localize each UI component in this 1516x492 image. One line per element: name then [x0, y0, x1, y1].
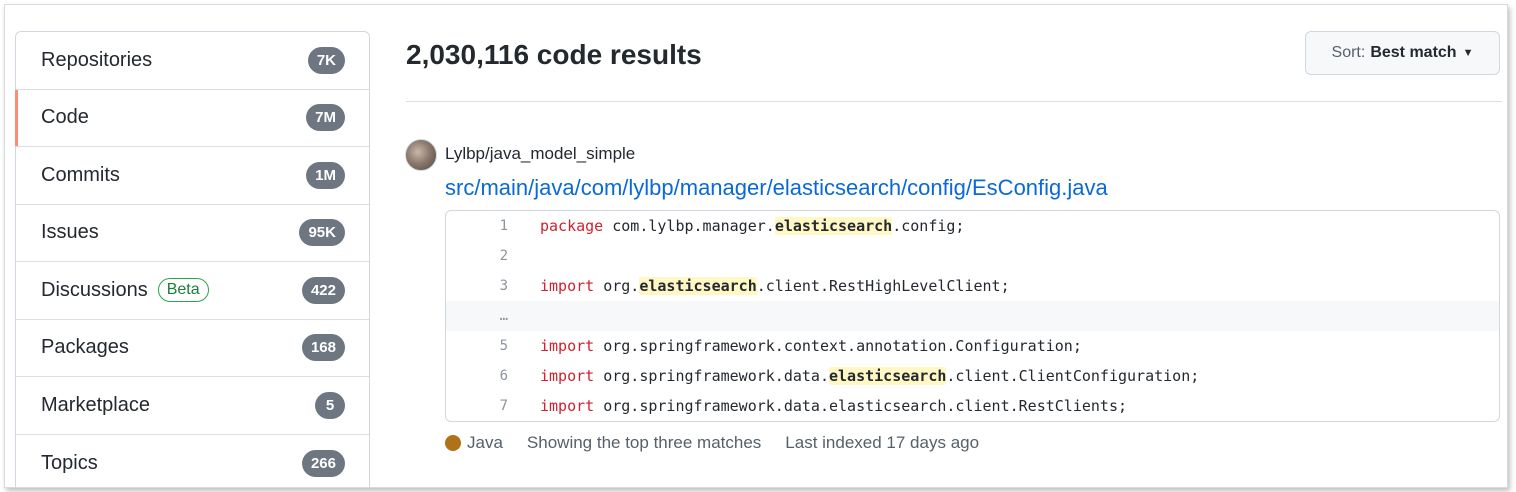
- code-line-gap: …: [446, 301, 1499, 331]
- repo-owner-avatar[interactable]: [405, 139, 437, 171]
- sidebar-item-marketplace[interactable]: Marketplace 5: [16, 377, 369, 435]
- sidebar-item-label: Code: [41, 106, 89, 129]
- code-keyword: package: [540, 217, 604, 235]
- search-type-sidebar: Repositories 7K Code 7M Commits 1M Issue…: [15, 31, 370, 488]
- divider: [406, 101, 1502, 102]
- caret-down-icon: ▼: [1462, 47, 1474, 59]
- code-line: 3 import org.elasticsearch.client.RestHi…: [446, 271, 1499, 301]
- result-meta: Java Showing the top three matches Last …: [445, 433, 979, 453]
- line-number[interactable]: 5: [499, 338, 508, 354]
- code-text: import org.elasticsearch.client.RestHigh…: [540, 277, 1010, 295]
- sidebar-item-label: Packages: [41, 336, 129, 359]
- line-number[interactable]: 6: [499, 368, 508, 384]
- code-line: 1 package com.lylbp.manager.elasticsearc…: [446, 211, 1499, 241]
- search-results-frame: Repositories 7K Code 7M Commits 1M Issue…: [4, 4, 1508, 488]
- line-number[interactable]: 2: [499, 248, 508, 264]
- language-label: Java: [467, 433, 503, 452]
- repo-name-link[interactable]: Lylbp/java_model_simple: [445, 144, 636, 163]
- code-line: 7 import org.springframework.data.elasti…: [446, 391, 1499, 421]
- code-keyword: import: [540, 367, 595, 385]
- language-color-icon: [445, 435, 461, 451]
- code-segment: org.springframework.context.annotation.C…: [594, 337, 1082, 355]
- count-badge: 168: [301, 334, 345, 362]
- sort-value: Best match: [1370, 44, 1457, 61]
- match-highlight: elasticsearch: [829, 367, 947, 385]
- code-segment: .client.RestHighLevelClient;: [756, 277, 1010, 295]
- sort-button[interactable]: Sort: Best match ▼: [1305, 31, 1500, 75]
- code-line: 5 import org.springframework.context.ann…: [446, 331, 1499, 361]
- sidebar-item-repositories[interactable]: Repositories 7K: [16, 32, 369, 90]
- sidebar-item-packages[interactable]: Packages 168: [16, 320, 369, 377]
- count-badge: 422: [301, 276, 345, 304]
- line-number: …: [499, 308, 508, 324]
- matches-note: Showing the top three matches: [526, 433, 762, 452]
- file-path-link[interactable]: src/main/java/com/lylbp/manager/elastics…: [445, 175, 1108, 200]
- code-text: import org.springframework.context.annot…: [540, 337, 1082, 355]
- last-indexed: Last indexed 17 days ago: [785, 433, 980, 452]
- sidebar-item-label: Commits: [41, 163, 120, 186]
- count-badge: 95K: [299, 219, 345, 247]
- count-badge: 5: [315, 391, 345, 419]
- code-segment: com.lylbp.manager.: [603, 217, 775, 235]
- sidebar-item-discussions[interactable]: Discussions Beta 422: [16, 262, 369, 320]
- code-segment: .client.ClientConfiguration;: [946, 367, 1200, 385]
- match-highlight: elasticsearch: [774, 217, 893, 235]
- code-line: 6 import org.springframework.data.elasti…: [446, 361, 1499, 391]
- sidebar-item-label: Repositories: [41, 48, 153, 71]
- sidebar-item-commits[interactable]: Commits 1M: [16, 147, 369, 205]
- code-keyword: import: [540, 277, 595, 295]
- count-badge: 7K: [307, 46, 345, 74]
- line-number[interactable]: 3: [499, 278, 508, 294]
- sidebar-item-topics[interactable]: Topics 266: [16, 435, 369, 488]
- code-keyword: import: [540, 337, 595, 355]
- count-badge: 7M: [306, 104, 345, 132]
- sidebar-item-label: Discussions: [41, 278, 148, 301]
- sidebar-item-code[interactable]: Code 7M: [15, 89, 369, 147]
- code-text: import org.springframework.data.elastics…: [540, 367, 1199, 385]
- match-highlight: elasticsearch: [639, 277, 757, 295]
- sort-label: Sort:: [1331, 44, 1366, 61]
- code-segment: org.springframework.data.elasticsearch.c…: [594, 397, 1128, 415]
- code-keyword: import: [540, 397, 595, 415]
- code-segment: org.springframework.data.: [594, 367, 829, 385]
- count-badge: 266: [301, 449, 345, 477]
- line-number[interactable]: 1: [499, 218, 508, 234]
- code-snippet: 1 package com.lylbp.manager.elasticsearc…: [445, 210, 1500, 422]
- sidebar-item-issues[interactable]: Issues 95K: [16, 205, 369, 262]
- code-segment: org.: [594, 277, 640, 295]
- line-number[interactable]: 7: [499, 398, 508, 414]
- code-segment: .config;: [892, 217, 965, 235]
- code-text: package com.lylbp.manager.elasticsearch.…: [540, 217, 964, 235]
- sidebar-item-label: Issues: [41, 221, 99, 244]
- code-text: import org.springframework.data.elastics…: [540, 397, 1127, 415]
- count-badge: 1M: [306, 161, 345, 189]
- code-line: 2: [446, 241, 1499, 271]
- sidebar-item-label: Marketplace: [41, 393, 150, 416]
- results-count-heading: 2,030,116 code results: [406, 39, 702, 70]
- beta-badge: Beta: [157, 278, 209, 303]
- sidebar-item-label: Topics: [41, 451, 98, 474]
